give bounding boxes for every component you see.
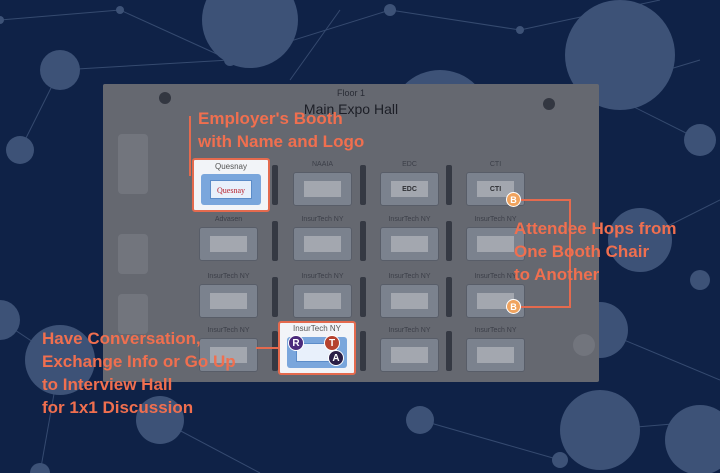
booth[interactable]: InsurTech NY [190,273,267,320]
recruiter-badge[interactable]: R [288,335,304,351]
booth-logo [466,227,525,261]
booth-chair[interactable] [360,221,366,261]
connector-line [256,347,280,349]
callout-line: with Name and Logo [198,132,365,151]
booth-chair[interactable] [272,165,278,205]
booth[interactable]: InsurTech NY [284,216,361,263]
callout-line: Exchange Info or Go Up [42,352,236,371]
booth-name: CTI [489,161,502,168]
connector-line [569,199,571,307]
booth-name: InsurTech NY [388,273,431,280]
booth-name: InsurTech NY [301,273,344,280]
booth[interactable]: NAAIA [284,161,361,208]
booth-logo [199,338,258,372]
booth-logo [380,227,439,261]
booth-name: NAAIA [311,161,333,168]
callout-line: to Interview Hall [42,375,173,394]
booth-name: Quesnay [214,162,248,171]
side-table [118,134,148,194]
booth[interactable]: InsurTech NY [371,273,448,320]
company-logo: Quesnay [217,186,245,195]
booth-logo [293,172,352,206]
employer-booth-callout: Employer's Booth with Name and Logo [198,107,364,153]
plant-icon [573,334,595,356]
callout-line: One Booth Chair [514,242,650,261]
hall-title: Main Expo Hall [303,101,399,117]
booth[interactable]: InsurTech NY [284,273,361,320]
booth-logo [199,227,258,261]
booth-chair[interactable] [272,277,278,317]
booth-logo [466,338,525,372]
booth-logo [466,284,525,318]
booth-chair[interactable] [446,221,452,261]
booth-logo: EDC [380,172,439,206]
booth-logo [293,284,352,318]
booth-logo [199,284,258,318]
employer-booth-highlight[interactable]: Quesnay Quesnay [192,158,270,212]
floor-label: Floor 1 [336,88,365,98]
booth-chair[interactable] [446,165,452,205]
booth-name: InsurTech NY [474,273,517,280]
booth-chair[interactable] [360,331,366,371]
booth-chair[interactable] [360,277,366,317]
callout-line: to Another [514,265,600,284]
booth-name: InsurTech NY [474,327,517,334]
booth-name: EDC [402,161,417,168]
plant-icon [543,98,555,110]
callout-line: Employer's Booth [198,109,343,128]
booth-logo [380,284,439,318]
callout-line: Have Conversation, [42,329,201,348]
booth[interactable]: InsurTech NY [371,216,448,263]
booth-name: InsurTech NY [474,216,517,223]
callout-line: Attendee Hops from [514,219,677,238]
booth-name: InsurTech NY [301,216,344,223]
attendee-b-badge-top[interactable]: B [506,192,521,207]
booth-chair[interactable] [360,165,366,205]
booth-name: InsurTech NY [207,273,250,280]
booth-name: InsurTech NY [388,327,431,334]
booth[interactable]: InsurTech NY [457,327,534,374]
side-table [118,294,148,334]
callout-line: for 1x1 Discussion [42,398,194,417]
booth[interactable]: InsurTech NY [190,327,267,374]
connector-line [189,116,191,176]
booth[interactable]: Advasen [190,216,267,263]
talent-badge[interactable]: T [324,335,340,351]
booth-name: InsurTech NY [388,216,431,223]
conversation-callout: Have Conversation, Exchange Info or Go U… [42,327,236,419]
booth-logo-card: Quesnay [201,174,261,205]
attendee-b-badge-bottom[interactable]: B [506,299,521,314]
side-table [118,234,148,274]
connector-line [521,306,571,308]
booth-logo [293,227,352,261]
booth-name: InsurTech NY [292,324,342,333]
attendee-badge[interactable]: A [328,350,344,366]
booth-logo [380,338,439,372]
booth[interactable]: InsurTech NY [457,216,534,263]
attendee-hops-callout: Attendee Hops from One Booth Chair to An… [514,217,676,286]
booth-chair[interactable] [272,221,278,261]
plant-icon [159,92,171,104]
booth[interactable]: InsurTech NY [457,273,534,320]
booth-name: Advasen [214,216,243,223]
booth-chair[interactable] [272,331,278,371]
connector-line [521,199,571,201]
booth-chair[interactable] [446,277,452,317]
booth[interactable]: InsurTech NY [371,327,448,374]
booth-name: InsurTech NY [207,327,250,334]
booth-chair[interactable] [446,331,452,371]
booth[interactable]: EDC EDC [371,161,448,208]
